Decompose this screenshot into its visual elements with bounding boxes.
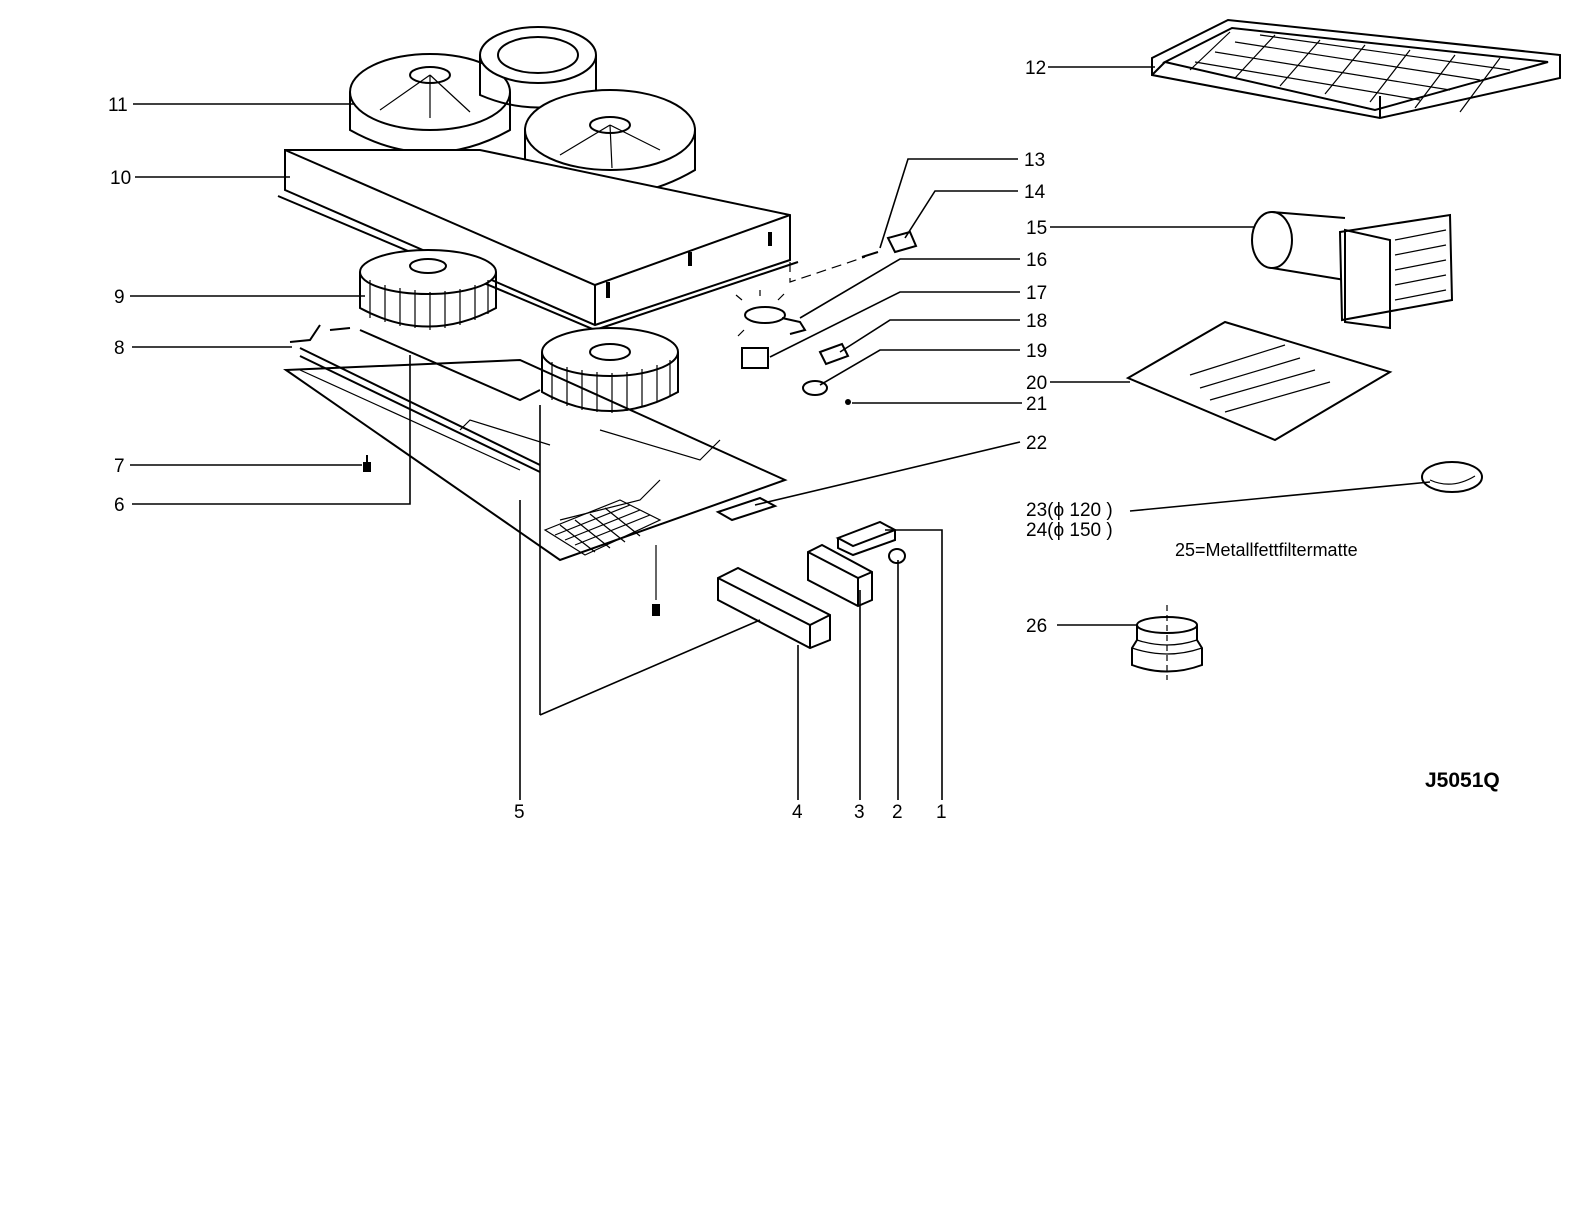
label-19: 19: [1026, 341, 1047, 362]
part-26-duct-ring: [1131, 605, 1203, 680]
impeller-right: [541, 327, 679, 413]
label-7: 7: [114, 456, 125, 477]
label-26: 26: [1026, 616, 1047, 637]
part-13-screw: [861, 251, 879, 258]
label-9: 9: [114, 287, 125, 308]
label-22: 22: [1026, 433, 1047, 454]
label-23: 23(ϕ 120 ): [1026, 500, 1113, 521]
label-20: 20: [1026, 373, 1047, 394]
label-16: 16: [1026, 250, 1047, 271]
part-11-blower-housing: [349, 26, 696, 224]
part-7-screw: [363, 455, 371, 472]
label-17: 17: [1026, 283, 1047, 304]
part-23-24-charcoal-filter: [1421, 461, 1483, 493]
label-15: 15: [1026, 218, 1047, 239]
part-10-chassis-box: [277, 149, 799, 332]
label-11: 11: [108, 95, 128, 116]
label-10: 10: [110, 168, 131, 189]
part-8-frame-rod: [289, 324, 541, 473]
part-16-bulb: [735, 290, 807, 337]
label-1: 1: [936, 802, 947, 823]
part-3-switch-frame: [807, 543, 873, 608]
label-13: 13: [1024, 150, 1045, 171]
part-2-knob: [888, 548, 906, 564]
drawing-code: J5051Q: [1425, 769, 1500, 792]
part-21-screw: [845, 399, 851, 405]
label-21: 21: [1026, 394, 1047, 415]
note-25-metal-grease-filter: 25=Metallfettfiltermatte: [1175, 540, 1358, 560]
label-14: 14: [1024, 182, 1046, 203]
label-12: 12: [1025, 58, 1046, 79]
label-8: 8: [114, 338, 125, 359]
label-5: 5: [514, 802, 525, 823]
part-5-base-plate: [282, 358, 788, 562]
leader-lines: [130, 66, 1431, 800]
part-4-capacitor-box: [717, 566, 831, 650]
label-18: 18: [1026, 311, 1047, 332]
part-17-lamp-holder: [741, 347, 769, 369]
part-15-wall-vent: [1251, 211, 1454, 330]
part-1-switch: [835, 520, 898, 557]
part-labels: 11 10 9 8 7 6 5 4 3 2 1 12 13 14 15 16 1…: [108, 58, 1500, 823]
label-6: 6: [114, 495, 125, 516]
part-12-grease-filter: [1151, 18, 1561, 120]
label-24: 24(ϕ 150 ): [1026, 520, 1113, 541]
label-2: 2: [892, 802, 903, 823]
part-14-clip: [886, 230, 918, 254]
label-3: 3: [854, 802, 865, 823]
part-18-tube: [818, 342, 850, 366]
part-9-impeller-left: [359, 249, 497, 330]
grease-filter-grid: [543, 499, 662, 556]
part-20-manual: [1125, 320, 1393, 442]
plate-screw: [652, 545, 660, 616]
label-4: 4: [792, 802, 803, 823]
